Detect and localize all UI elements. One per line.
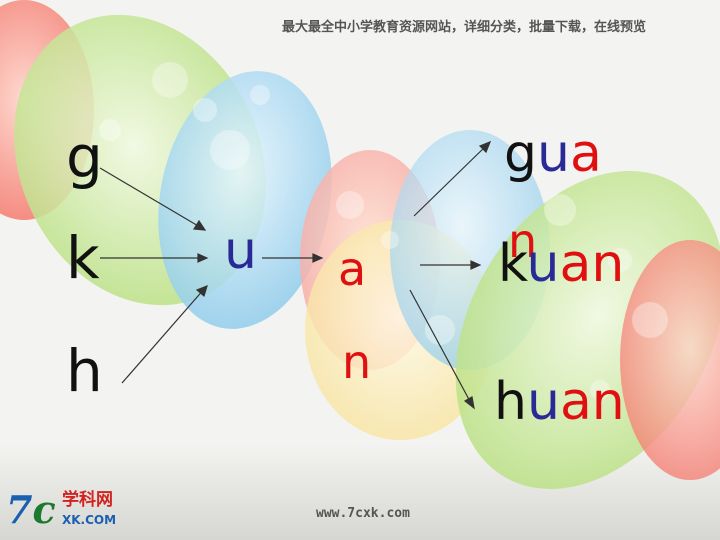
syllable-guan-final-tail: n	[508, 214, 538, 268]
final-part-n: n	[342, 335, 372, 389]
arrow-h-to-u	[121, 287, 206, 384]
syllable-guan-medial: u	[537, 124, 570, 184]
initial-k: k	[66, 224, 100, 292]
arrow-an-to-guan	[413, 143, 489, 217]
syllable-guan-initial: g	[504, 124, 538, 184]
syllable-guan-final: a	[569, 124, 602, 184]
red-egg-shape-2	[620, 240, 720, 480]
syllable-kuan: kuan	[498, 238, 624, 290]
logo-name-cn: 学科网	[62, 490, 113, 510]
logo-mark-c: c	[32, 487, 56, 532]
final-part-a: a	[338, 242, 367, 296]
logo-name-en: XK.COM	[62, 513, 117, 527]
initial-h: h	[66, 337, 103, 405]
initial-g: g	[66, 123, 103, 191]
medial-u: u	[224, 221, 257, 281]
arrow-an-to-huan	[409, 289, 473, 406]
blue-egg-shape	[158, 71, 332, 329]
site-slogan: 最大最全中小学教育资源网站，详细分类，批量下载，在线预览	[282, 20, 647, 35]
syllable-guan: gua	[504, 128, 602, 180]
syllable-huan: huan	[494, 376, 625, 428]
syllable-huan-final: an	[559, 372, 625, 432]
connector-arrows	[99, 140, 492, 410]
syllable-kuan-final: an	[559, 234, 625, 294]
footer-url[interactable]: www.7cxk.com	[316, 506, 410, 521]
logo-mark: 7c	[6, 488, 56, 532]
syllable-huan-medial: u	[526, 372, 560, 432]
logo-mark-seven: 7	[6, 487, 33, 532]
syllable-huan-initial: h	[494, 372, 527, 432]
syllable-kuan-initial: k	[498, 234, 527, 294]
syllable-kuan-medial: u	[526, 234, 560, 294]
arrow-g-to-u	[99, 167, 206, 231]
xkw-logo[interactable]: 7c 学科网 XK.COM	[6, 488, 138, 532]
